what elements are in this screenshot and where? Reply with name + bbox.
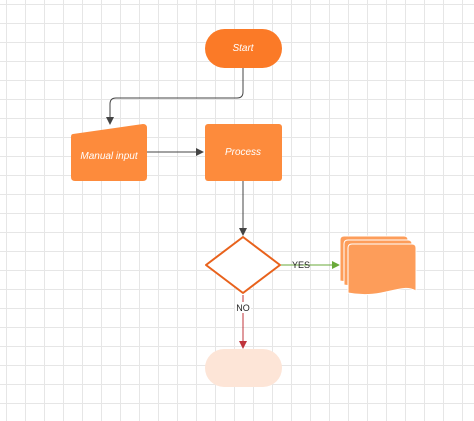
connector-start-manual[interactable] — [106, 68, 244, 125]
end-shape[interactable] — [205, 349, 282, 387]
node-manual-input[interactable]: Manual input — [71, 124, 147, 181]
start-label: Start — [232, 43, 254, 54]
manual-input-shape[interactable] — [71, 124, 147, 181]
edge-label-yes: YES — [292, 260, 310, 270]
node-process[interactable]: Process — [205, 124, 282, 181]
node-multi-document[interactable] — [339, 235, 417, 296]
edge-decision-no[interactable]: NO — [235, 295, 251, 349]
edge-label-no-bg — [235, 302, 251, 313]
edge-decision-yes[interactable]: YES — [281, 260, 340, 270]
process-shape[interactable] — [205, 124, 282, 181]
document-front-shape[interactable] — [347, 243, 417, 296]
process-label: Process — [225, 147, 261, 158]
node-start[interactable]: Start — [205, 29, 282, 68]
start-shape[interactable] — [205, 29, 282, 68]
manual-input-label: Manual input — [80, 151, 138, 162]
edge-start-to-manual-input[interactable] — [106, 68, 244, 125]
node-decision[interactable] — [205, 236, 281, 294]
decision-shape[interactable] — [205, 236, 281, 294]
node-end[interactable] — [205, 349, 282, 387]
edge-label-no: NO — [236, 303, 250, 313]
